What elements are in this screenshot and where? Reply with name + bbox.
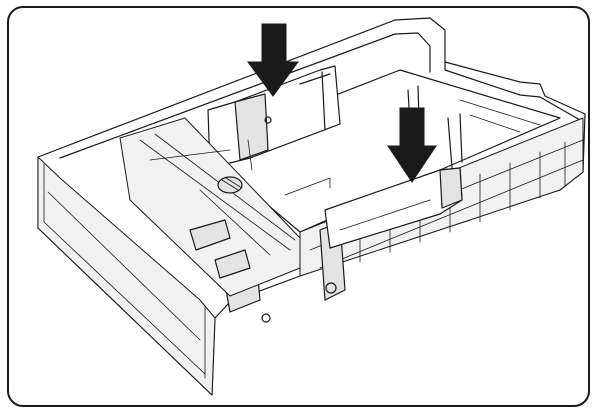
tray-front-panel [37, 156, 271, 396]
paper-length-guide [207, 65, 341, 171]
feed-roller-assembly [119, 117, 301, 297]
tray-floor [199, 69, 561, 233]
arrow-down-icon [387, 107, 437, 183]
arrow-down-icon [247, 23, 299, 97]
